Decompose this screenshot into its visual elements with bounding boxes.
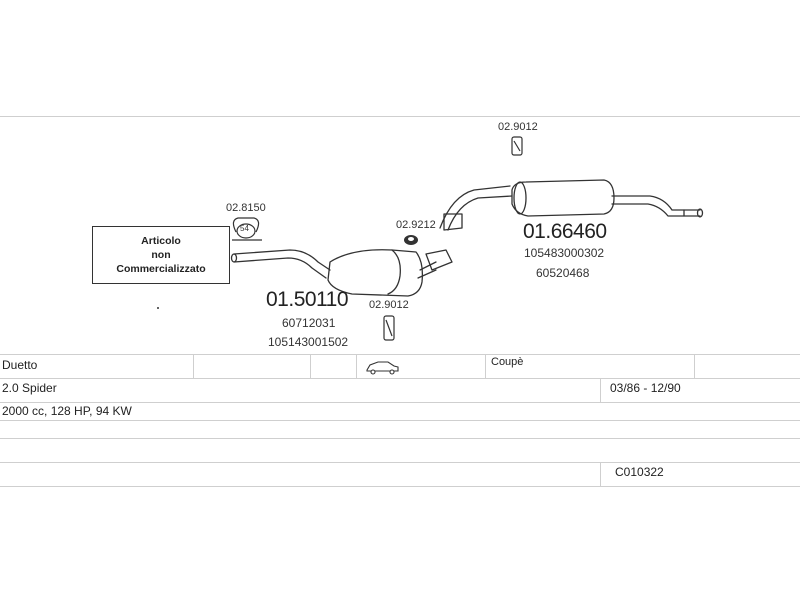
middle-muffler-ref: 60712031 — [282, 316, 336, 330]
table-row-divider — [0, 402, 800, 403]
middle-muffler-ref: 105143001502 — [268, 335, 349, 349]
table-column-divider — [485, 354, 486, 378]
middle-muffler-shape — [327, 249, 424, 297]
rear-muffler-shape — [511, 179, 615, 217]
table-row-divider — [0, 420, 800, 421]
hanger-rear-icon — [511, 136, 523, 156]
vehicle-version: 2.0 Spider — [2, 381, 57, 395]
vehicle-model: Duetto — [2, 358, 38, 372]
table-column-divider — [694, 354, 695, 378]
tail-pipe — [611, 195, 701, 211]
part-code-clamp[interactable]: 02.8150 — [226, 202, 266, 214]
vehicle-engine: 2000 cc, 128 HP, 94 KW — [2, 404, 132, 418]
table-column-divider — [600, 462, 601, 486]
table-column-divider — [600, 378, 601, 402]
car-coupe-icon — [366, 361, 399, 375]
rear-flange — [443, 213, 463, 231]
notice-line: non — [151, 249, 171, 261]
table-top-border — [0, 354, 800, 355]
hanger-middle-icon — [383, 315, 395, 341]
clamp-icon — [232, 217, 262, 241]
part-code-middle-muffler[interactable]: 01.50110 — [266, 288, 349, 311]
part-code-hanger-rear[interactable]: 02.9012 — [498, 121, 538, 133]
table-bottom-border — [0, 486, 800, 487]
clamp-size-label: 54 — [240, 224, 249, 233]
front-pipe — [233, 249, 331, 271]
not-marketed-notice: Articolo non Commercializzato — [92, 226, 230, 284]
rear-muffler-ref: 105483000302 — [524, 246, 605, 260]
part-code-hanger-middle[interactable]: 02.9012 — [369, 299, 409, 311]
table-row-divider — [0, 438, 800, 439]
table-column-divider — [193, 354, 194, 378]
part-code-ring[interactable]: 02.9212 — [396, 219, 436, 231]
rear-muffler-ref: 60520468 — [536, 266, 590, 280]
vehicle-years: 03/86 - 12/90 — [610, 381, 681, 395]
table-row-divider — [0, 378, 800, 379]
table-column-divider — [310, 354, 311, 378]
diagram-top-border — [0, 116, 800, 117]
middle-flange — [425, 249, 453, 271]
part-code-rear-muffler[interactable]: 01.66460 — [523, 220, 607, 243]
vehicle-body-type: Coupè — [491, 356, 524, 368]
table-column-divider — [356, 354, 357, 378]
catalog-code: C010322 — [615, 465, 664, 479]
notice-line: Commercializzato — [116, 263, 206, 275]
notice-line: Articolo — [141, 235, 181, 247]
table-row-divider — [0, 462, 800, 463]
dot-mark — [157, 307, 159, 309]
ring-icon — [404, 235, 418, 245]
